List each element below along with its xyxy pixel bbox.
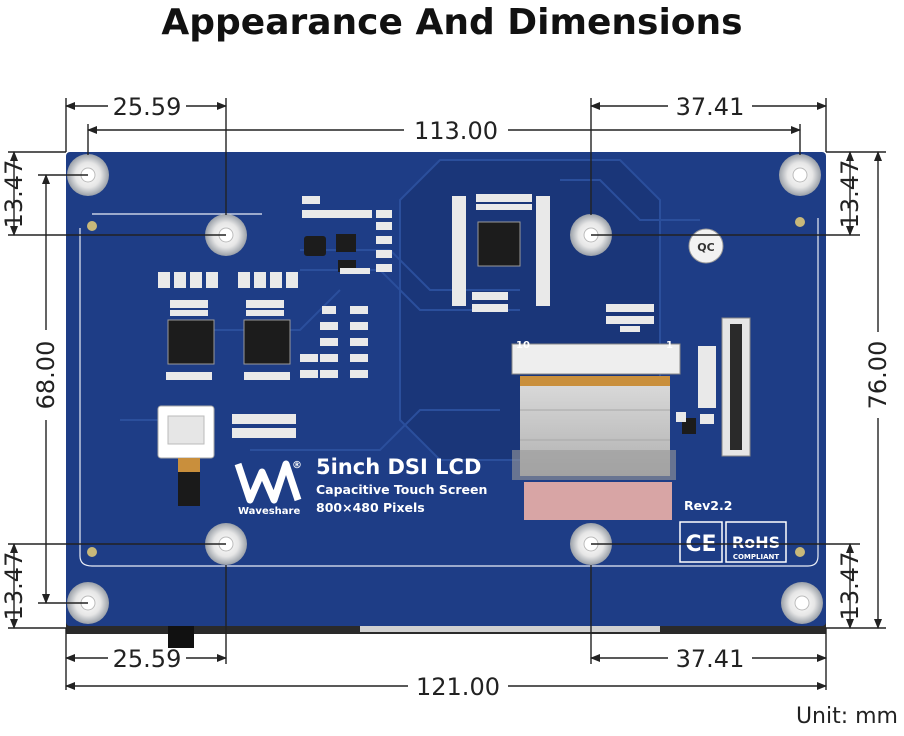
ic-chips (167, 221, 696, 434)
dim-bottom-left-offset: 25.59 (113, 645, 182, 673)
passive-components (158, 194, 716, 438)
page-title: Appearance And Dimensions (161, 2, 743, 43)
dim-right-top-offset: 13.47 (836, 160, 864, 229)
waveshare-logo: ® Waveshare (234, 460, 302, 517)
revision-label: Rev2.2 (684, 498, 732, 513)
brand-label: Waveshare (238, 506, 300, 517)
product-name: 5inch DSI LCD (316, 455, 481, 479)
jst-connector (157, 405, 215, 506)
fpc-tail (168, 622, 194, 648)
insulating-tape (524, 482, 672, 520)
unit-label: Unit: mm (795, 704, 898, 729)
dim-right-overall-height: 76.00 (864, 341, 892, 410)
connector-pin-10-label: 10 (516, 340, 530, 351)
dimension-labels: 25.59 37.41 113.00 25.59 37.41 121.00 13… (0, 93, 892, 701)
qc-sticker: QC (688, 228, 724, 264)
dim-bottom-right-offset: 37.41 (676, 645, 745, 673)
dsi-connector: 10 1 (511, 340, 681, 480)
product-resolution: 800×480 Pixels (316, 500, 425, 515)
dim-left-top-offset: 13.47 (0, 160, 28, 229)
dim-right-bottom-offset: 13.47 (836, 552, 864, 621)
registered-mark: ® (292, 460, 302, 471)
dim-top-left-offset: 25.59 (113, 93, 182, 121)
mounting-holes (67, 154, 823, 624)
dim-top-hole-span: 113.00 (414, 117, 498, 145)
connector-pin-1-label: 1 (666, 340, 673, 351)
product-subtitle: Capacitive Touch Screen (316, 482, 487, 497)
dim-top-right-offset: 37.41 (676, 93, 745, 121)
rohs-compliant-label: COMPLIANT (733, 553, 780, 561)
silk-outline (79, 213, 819, 567)
rohs-mark: RoHS (732, 533, 780, 552)
touch-fpc-slot (730, 324, 742, 450)
dim-overall-width: 121.00 (416, 673, 500, 701)
dim-left-hole-span: 68.00 (32, 341, 60, 410)
lcd-board: 10 1 QC ® Waveshare 5inch DSI LCD Capaci (66, 152, 826, 648)
dimension-lines (8, 98, 886, 690)
panel-edge-light (360, 624, 660, 632)
svg-text:QC: QC (697, 241, 714, 254)
dim-left-bottom-offset: 13.47 (0, 552, 28, 621)
